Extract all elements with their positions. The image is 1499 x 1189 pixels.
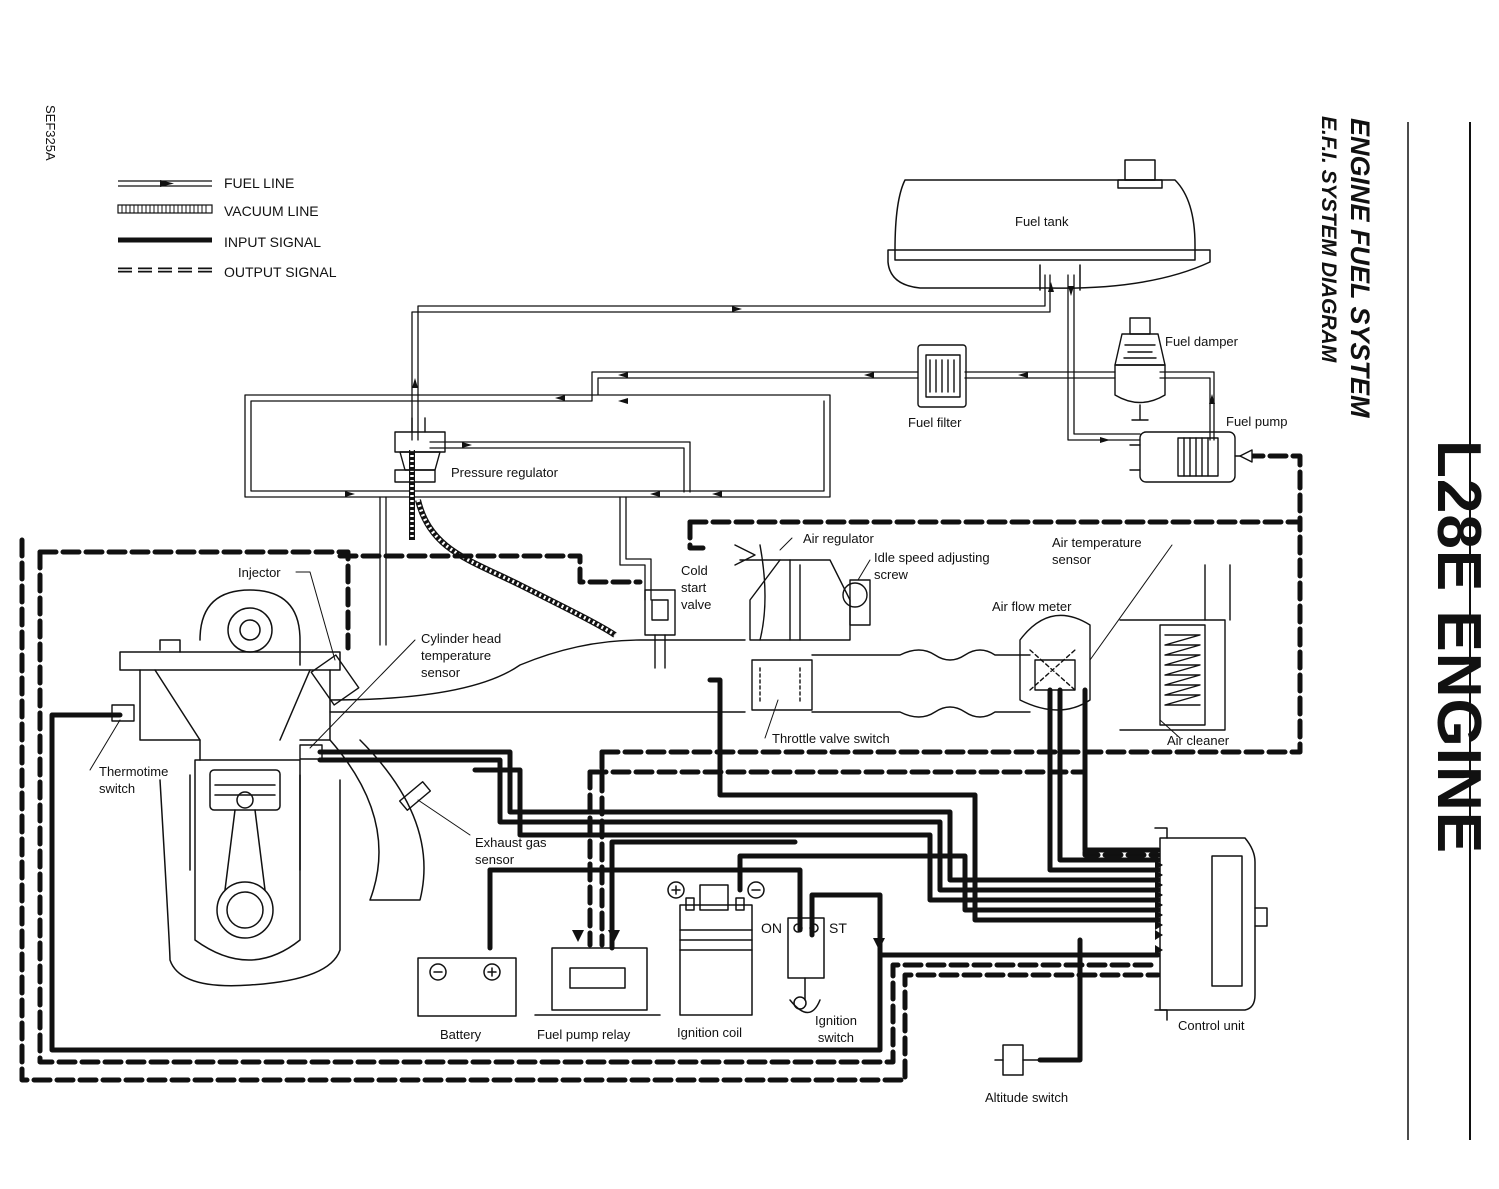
label-air-flow-meter: Air flow meter — [992, 599, 1072, 614]
label-idle-speed-screw: Idle speed adjusting screw — [874, 550, 990, 582]
input-signal-arrows — [572, 860, 1163, 955]
section-title: ENGINE FUEL SYSTEM — [1345, 118, 1375, 418]
label-air-cleaner: Air cleaner — [1167, 733, 1230, 748]
label-altitude-switch: Altitude switch — [985, 1090, 1069, 1105]
engine-cross-section-icon — [119, 589, 425, 987]
pressure-regulator-icon — [394, 417, 446, 483]
label-switch-st: ST — [829, 920, 847, 936]
battery-icon — [417, 957, 517, 1017]
label-throttle-valve-switch: Throttle valve switch — [772, 731, 890, 746]
section-subtitle: E.F.I. SYSTEM DIAGRAM — [1317, 116, 1340, 363]
ignition-switch-icon — [787, 917, 825, 1014]
fuel-lines — [244, 274, 1215, 646]
ignition-coil-icon — [667, 881, 765, 1016]
label-cyl-head-temp-sensor: Cylinder head temperature sensor — [421, 631, 502, 680]
vacuum-line — [415, 499, 617, 638]
fuel-damper-icon — [1114, 317, 1166, 421]
cold-start-valve-icon — [644, 589, 676, 669]
label-pressure-regulator: Pressure regulator — [451, 465, 558, 480]
air-cleaner-icon — [1119, 564, 1231, 731]
fuel-tank-icon — [887, 159, 1211, 291]
legend-fuel-line: FUEL LINE — [224, 175, 295, 191]
altitude-switch-icon — [994, 1044, 1041, 1076]
figure-code: SEF325A — [43, 105, 58, 161]
fuel-pump-icon — [1129, 431, 1253, 483]
fuel-filter-icon — [917, 344, 967, 408]
label-switch-on: ON — [761, 920, 782, 936]
injector-icon — [310, 654, 360, 706]
control-unit-icon — [1154, 827, 1268, 1021]
label-fuel-filter: Fuel filter — [908, 415, 962, 430]
label-injector: Injector — [238, 565, 281, 580]
label-fuel-pump-relay: Fuel pump relay — [537, 1027, 631, 1042]
label-air-temp-sensor: Air temperature sensor — [1052, 535, 1142, 567]
thermotime-switch-icon — [111, 704, 135, 722]
label-thermotime-switch: Thermotime switch — [99, 764, 169, 796]
label-cold-start-valve: Cold start valve — [681, 563, 712, 612]
label-ignition-coil: Ignition coil — [677, 1025, 743, 1040]
input-signal-lines — [49, 677, 1161, 1063]
label-exhaust-gas-sensor: Exhaust gas sensor — [475, 835, 547, 867]
fuel-flow-arrows — [345, 282, 1215, 497]
label-ignition-switch: Ignition switch — [815, 1013, 857, 1045]
page-title: L28E ENGINE — [1424, 440, 1493, 855]
cyl-head-temp-sensor-icon — [299, 744, 323, 760]
legend-input-signal: INPUT SIGNAL — [224, 234, 321, 250]
legend-samples — [117, 180, 213, 273]
label-fuel-tank: Fuel tank — [1015, 214, 1069, 229]
air-flow-meter-icon — [1019, 614, 1091, 711]
legend-vacuum-line: VACUUM LINE — [224, 203, 319, 219]
leader-lines — [89, 537, 1181, 836]
label-air-regulator: Air regulator — [803, 531, 874, 546]
label-fuel-damper: Fuel damper — [1165, 334, 1238, 349]
label-fuel-pump: Fuel pump — [1226, 414, 1288, 429]
legend-output-signal: OUTPUT SIGNAL — [224, 264, 337, 280]
label-battery: Battery — [440, 1027, 482, 1042]
label-control-unit: Control unit — [1178, 1018, 1245, 1033]
intake-assembly — [329, 544, 1031, 718]
fuel-pump-relay-icon — [534, 947, 661, 1016]
